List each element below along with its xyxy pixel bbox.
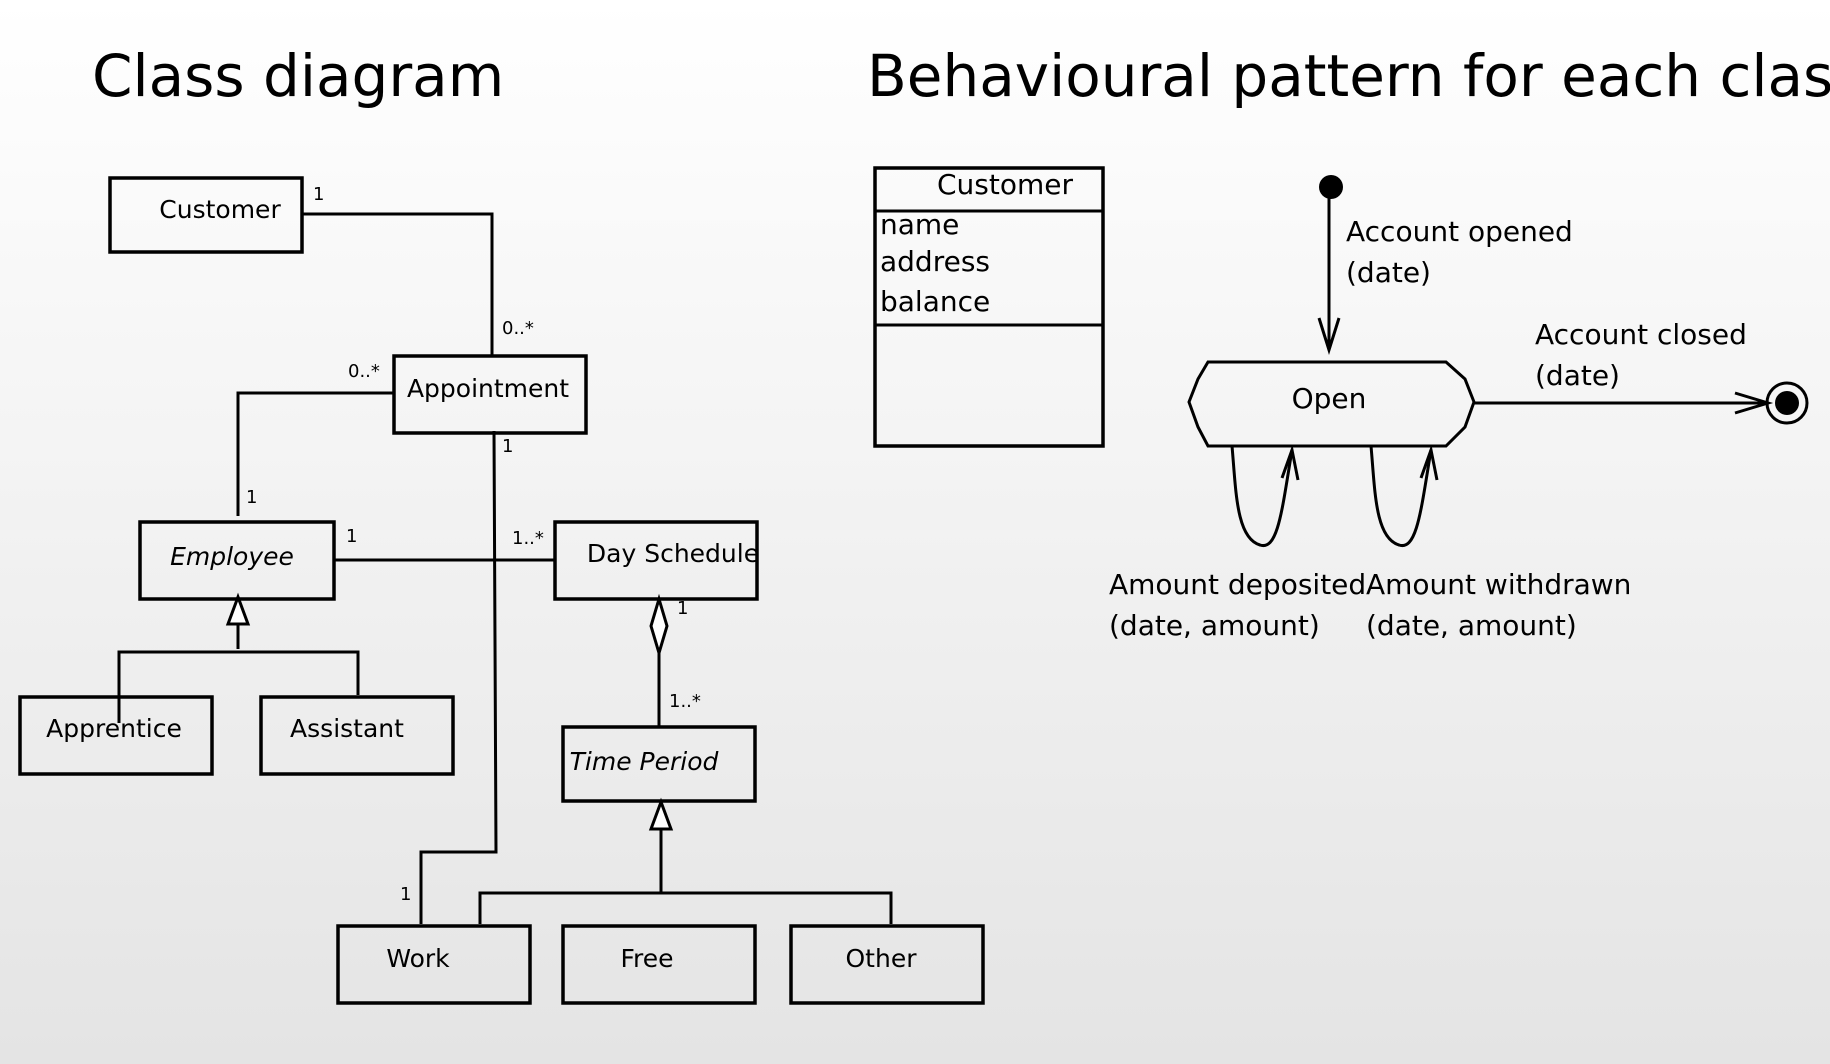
class-label: Other: [846, 944, 918, 973]
customer-class-box: Customer name address balance: [873, 166, 1105, 448]
transition-opened-args: (date): [1346, 256, 1431, 289]
final-state: [1765, 381, 1809, 425]
attribute-balance: balance: [880, 285, 990, 318]
transition-deposited-name: Amount deposited: [1109, 568, 1366, 601]
attribute-name: name: [880, 208, 959, 241]
appointment-employee-association: [236, 391, 394, 516]
class-appointment: Appointment: [392, 354, 588, 435]
class-label: Appointment: [407, 374, 569, 403]
behavioural-pattern-heading: Behavioural pattern for each class: [867, 42, 1830, 110]
multiplicity-label: 0..*: [348, 361, 380, 382]
state-label: Open: [1292, 382, 1367, 415]
arrowhead: [1280, 444, 1300, 481]
attribute-address: address: [880, 245, 990, 278]
employee-generalization-triangle: [225, 592, 251, 626]
multiplicity-label: 1: [246, 487, 257, 508]
transition-closed-args: (date): [1535, 359, 1620, 392]
amount-withdrawn-loop: [1369, 445, 1433, 547]
multiplicity-label: 1: [502, 436, 513, 457]
class-label: Work: [386, 944, 450, 973]
multiplicity-label: 1: [313, 184, 324, 205]
class-customer: Customer: [108, 176, 304, 254]
multiplicity-label: 1: [400, 884, 411, 905]
class-time-period: Time Period: [561, 725, 757, 803]
behavioural-pattern: Customer name address balance Open Acco: [873, 166, 1809, 642]
appointment-work-association: [419, 430, 498, 924]
class-label: Customer: [159, 195, 281, 224]
timeperiod-generalization-triangle: [648, 797, 674, 831]
class-label: Apprentice: [46, 714, 182, 743]
aggregation-diamond: [649, 593, 669, 659]
employee-subclass-branch: [117, 650, 360, 723]
class-label: Assistant: [290, 714, 404, 743]
multiplicity-label: 1: [677, 598, 688, 619]
transition-withdrawn-name: Amount withdrawn: [1366, 568, 1631, 601]
multiplicity-label: 1..*: [669, 691, 701, 712]
transition-deposited-args: (date, amount): [1109, 609, 1320, 642]
class-other: Other: [789, 924, 985, 1005]
class-work: Work: [336, 924, 532, 1005]
class-box-name: Customer: [937, 168, 1073, 201]
multiplicity-label: 1: [346, 526, 357, 547]
class-label: Day Schedule: [587, 539, 759, 568]
customer-appointment-association: [302, 212, 494, 356]
timeperiod-subclass-branch: [478, 891, 893, 924]
class-label: Free: [620, 944, 673, 973]
multiplicity-label: 0..*: [502, 318, 534, 339]
class-label: Employee: [170, 542, 294, 571]
class-day-schedule: Day Schedule: [553, 520, 759, 601]
transition-opened-name: Account opened: [1346, 215, 1573, 248]
initial-state-dot: [1319, 175, 1343, 199]
multiplicity-label: 1..*: [512, 528, 544, 549]
class-label: Time Period: [570, 747, 719, 776]
arrowhead: [1419, 444, 1439, 481]
arrowhead: [1317, 317, 1341, 356]
class-diagram: Customer Appointment Employee Day Schedu…: [18, 176, 985, 1005]
transition-closed-name: Account closed: [1535, 318, 1747, 351]
class-diagram-heading: Class diagram: [92, 42, 504, 110]
class-assistant: Assistant: [259, 695, 455, 776]
class-apprentice: Apprentice: [18, 695, 214, 776]
class-free: Free: [561, 924, 757, 1005]
amount-deposited-loop: [1230, 445, 1294, 547]
transition-withdrawn-args: (date, amount): [1366, 609, 1577, 642]
state-open: Open: [1187, 360, 1476, 448]
class-employee: Employee: [138, 520, 336, 601]
